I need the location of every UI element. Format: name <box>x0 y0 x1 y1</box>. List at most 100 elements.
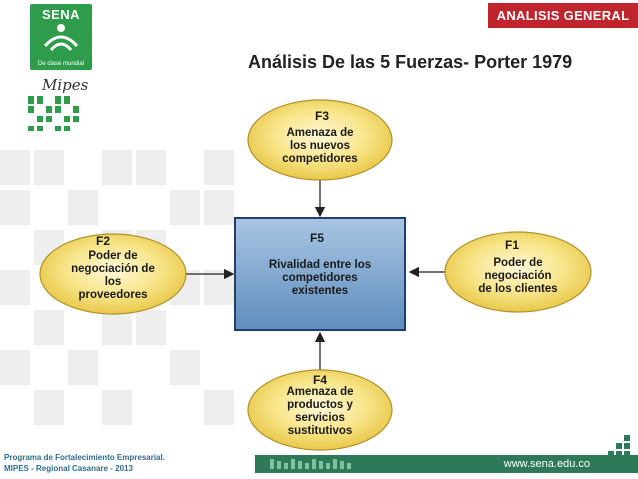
force-f4-line-4: sustitutivos <box>288 425 353 437</box>
mipes-block <box>64 126 70 131</box>
force-f5-line-2: competidores <box>282 272 357 284</box>
force-f2-line-3: los <box>105 276 122 288</box>
corner-block <box>624 451 630 457</box>
background-block <box>34 390 64 425</box>
footer-block <box>298 461 302 469</box>
footer-block <box>284 463 288 469</box>
force-f5-line-1: Rivalidad entre los <box>269 259 371 271</box>
mipes-logo: Mipes <box>42 76 89 94</box>
background-block <box>102 150 132 185</box>
background-block <box>204 390 234 425</box>
sena-person-icon <box>43 24 79 52</box>
force-f2-code: F2 <box>96 234 110 248</box>
corner-block <box>624 435 630 441</box>
force-f4-line-1: Amenaza de <box>286 386 353 398</box>
force-f4-node: F4 Amenaza de productos y servicios sust… <box>247 369 393 451</box>
mipes-logo-pattern <box>28 96 80 136</box>
force-f3-line-1: Amenaza de <box>286 127 353 139</box>
footer-block <box>326 463 330 469</box>
mipes-block <box>64 96 70 104</box>
corner-block <box>592 467 598 473</box>
footer-url-link[interactable]: www.sena.edu.co <box>503 458 590 470</box>
force-f2-line-1: Poder de <box>88 250 137 262</box>
force-f1-node: F1 Poder de negociación de los clientes <box>444 231 592 313</box>
corner-block <box>608 451 614 457</box>
corner-block <box>608 459 614 465</box>
background-block <box>204 190 234 225</box>
mipes-block <box>46 106 52 113</box>
section-banner: ANALISIS GENERAL <box>488 3 638 28</box>
background-block <box>0 270 30 305</box>
sena-logo-text: SENA <box>41 7 81 22</box>
background-block <box>34 310 64 345</box>
corner-block <box>600 459 606 465</box>
footer-program-info: Programa de Fortalecimiento Empresarial.… <box>4 452 165 474</box>
background-block <box>34 150 64 185</box>
corner-block <box>616 467 622 473</box>
footer-block <box>291 459 295 469</box>
background-block <box>68 190 98 225</box>
mipes-block <box>28 126 34 131</box>
force-f2-node: F2 Poder de negociación de los proveedor… <box>39 233 187 315</box>
footer-block <box>270 459 274 469</box>
force-f5-line-3: existentes <box>292 285 348 297</box>
force-f3-line-3: competidores <box>282 153 357 165</box>
mipes-block <box>46 116 52 122</box>
mipes-block <box>37 96 43 104</box>
mipes-block <box>37 116 43 122</box>
background-block <box>68 350 98 385</box>
mipes-block <box>73 116 79 122</box>
force-f3-code: F3 <box>315 109 329 123</box>
corner-block <box>616 459 622 465</box>
corner-block <box>616 451 622 457</box>
slide-title: Análisis De las 5 Fuerzas- Porter 1979 <box>248 52 573 72</box>
footer-block <box>305 463 309 469</box>
mipes-block <box>73 106 79 113</box>
corner-block <box>600 467 606 473</box>
mipes-block <box>28 106 34 113</box>
mipes-block <box>28 96 34 104</box>
sena-tagline: De clase mundial <box>37 61 85 67</box>
footer-block <box>277 461 281 469</box>
force-f3-line-2: los nuevos <box>290 140 350 152</box>
footer-block <box>347 463 351 469</box>
background-block <box>102 390 132 425</box>
corner-block <box>624 459 630 465</box>
force-f5-code: F5 <box>310 231 324 245</box>
force-f4-line-3: servicios <box>295 412 345 424</box>
sena-logo: SENA De clase mundial <box>30 4 92 70</box>
force-f5-node: F5 Rivalidad entre los competidores exis… <box>234 217 406 331</box>
background-block <box>170 190 200 225</box>
force-f1-line-2: negociación <box>484 270 551 282</box>
corner-block <box>616 443 622 449</box>
footer-block <box>333 459 337 469</box>
background-block <box>102 310 132 345</box>
force-f4-code: F4 <box>313 373 327 387</box>
force-f4-line-2: productos y <box>287 399 353 411</box>
force-f2-line-4: proveedores <box>78 289 147 301</box>
corner-block <box>624 443 630 449</box>
mipes-block <box>55 106 61 113</box>
mipes-block <box>55 126 61 131</box>
mipes-block <box>37 126 43 131</box>
background-block <box>0 150 30 185</box>
force-f1-line-1: Poder de <box>493 257 542 269</box>
mipes-block <box>55 96 61 104</box>
force-f2-line-2: negociación de <box>71 263 155 275</box>
background-block <box>136 310 166 345</box>
mipes-block <box>64 116 70 122</box>
footer-block <box>319 461 323 469</box>
background-block <box>0 350 30 385</box>
background-block <box>136 150 166 185</box>
force-f1-code: F1 <box>505 238 519 252</box>
force-f3-node: F3 Amenaza de los nuevos competidores <box>247 99 393 181</box>
background-block <box>0 190 30 225</box>
corner-block <box>624 467 630 473</box>
background-pattern <box>0 150 235 440</box>
footer-program-line-1: Programa de Fortalecimiento Empresarial. <box>4 453 165 462</box>
footer-block <box>340 461 344 469</box>
corner-block <box>608 467 614 473</box>
footer-block <box>312 459 316 469</box>
background-block <box>204 150 234 185</box>
